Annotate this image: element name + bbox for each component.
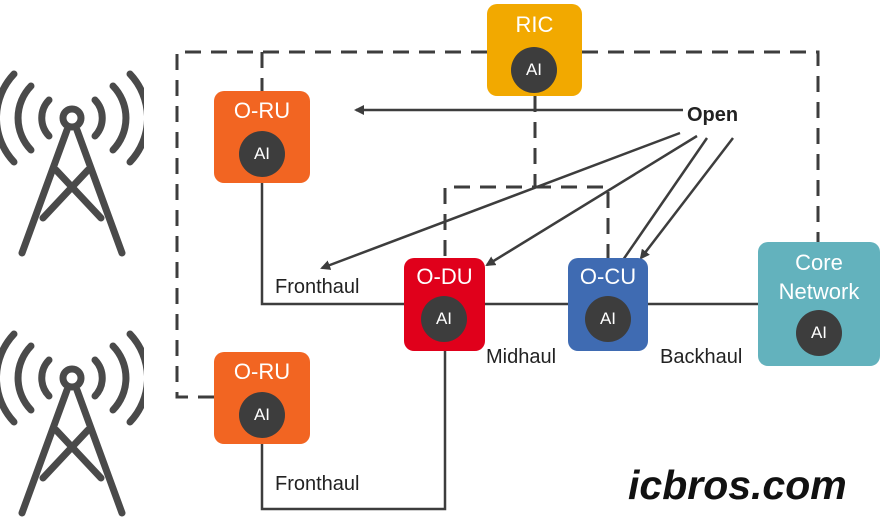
ocu-node: O-CU AI (568, 258, 648, 351)
oru-bottom-label: O-RU (233, 359, 291, 384)
radio-tower-icon (0, 70, 144, 257)
ai-badge: AI (421, 296, 467, 342)
odu-node: O-DU AI (404, 258, 485, 351)
ai-badge: AI (239, 392, 285, 438)
ric-control-dashed-lines (175, 50, 820, 399)
oru-bottom-node: O-RU AI (214, 352, 310, 444)
transport-lines (260, 183, 760, 511)
ric-node: RIC AI (487, 4, 582, 96)
ai-badge: AI (796, 310, 842, 356)
core-label-line1: Core (795, 250, 843, 275)
backhaul-label: Backhaul (660, 346, 743, 368)
oru-top-node: O-RU AI (214, 91, 310, 183)
fronthaul-bottom-label: Fronthaul (275, 473, 360, 495)
open-arrow-to-fronthaul (320, 131, 681, 270)
open-arrows (320, 105, 734, 304)
ric-to-oru-dashed-line (175, 50, 487, 399)
fronthaul-top-line (260, 183, 406, 306)
open-arrow-to-odu (485, 134, 698, 267)
ai-badge: AI (239, 131, 285, 177)
ric-label: RIC (515, 12, 554, 37)
ocu-label: O-CU (579, 264, 637, 289)
ai-badge: AI (511, 47, 557, 93)
oru-top-label: O-RU (233, 98, 291, 123)
open-arrow-to-ocu (639, 137, 734, 260)
core-network-node: Core Network AI (758, 242, 880, 366)
brand-watermark: icbros.com (628, 462, 847, 508)
ric-to-du-cu-dashed-line (443, 96, 537, 260)
fronthaul-top-label: Fronthaul (275, 276, 360, 298)
radio-tower-icon (0, 330, 144, 517)
core-label-line2: Network (778, 279, 860, 304)
odu-label: O-DU (416, 264, 473, 289)
open-label: Open (687, 104, 739, 126)
midhaul-label: Midhaul (486, 346, 557, 368)
ric-to-core-dashed-line (582, 50, 820, 242)
ai-badge: AI (585, 296, 631, 342)
fronthaul-bottom-line (260, 349, 447, 511)
